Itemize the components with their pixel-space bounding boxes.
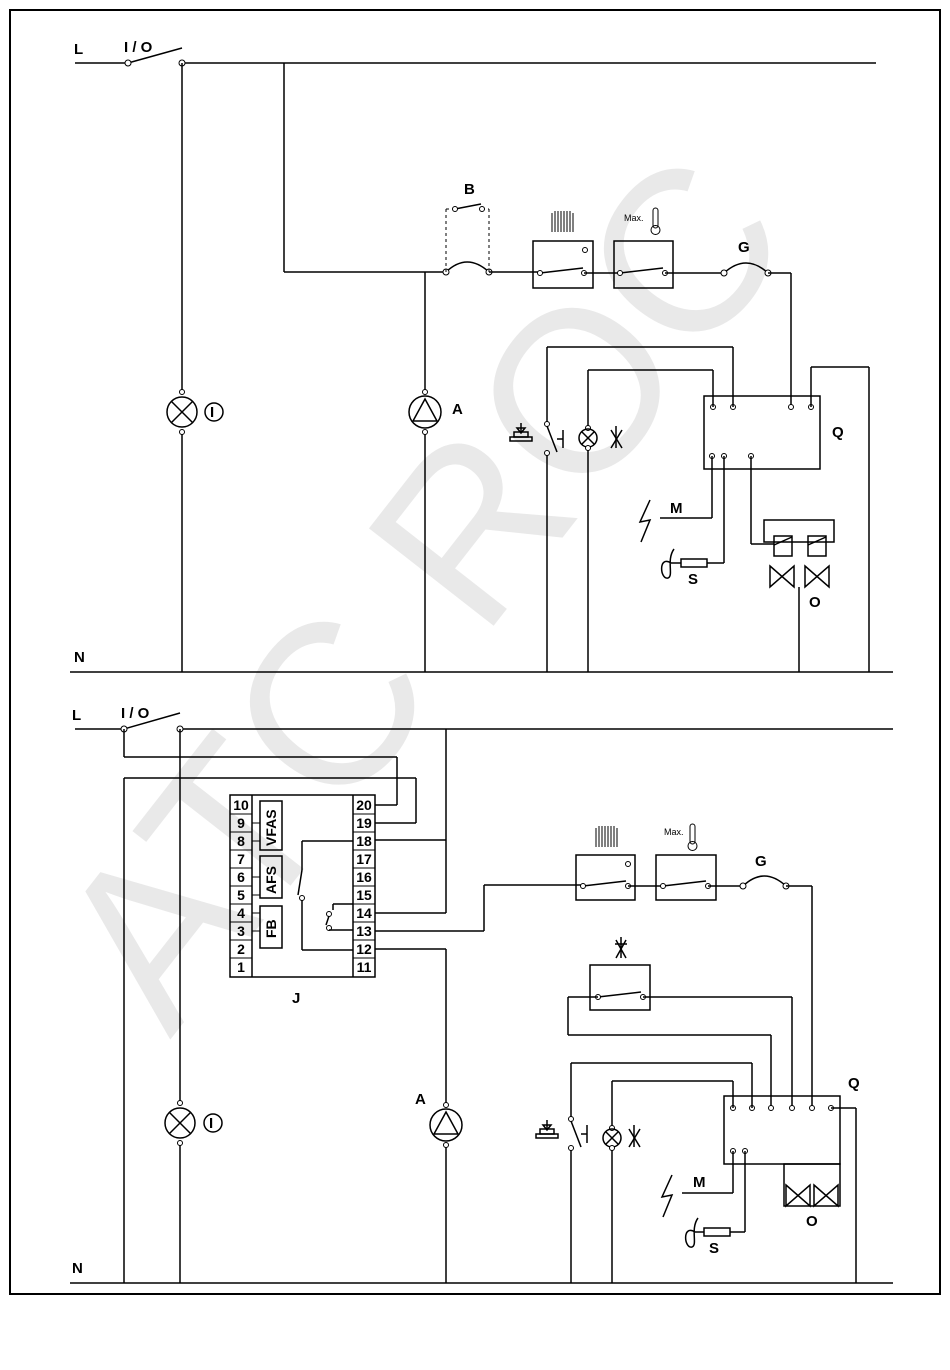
relay-terminal-right: 19 — [356, 815, 372, 831]
relay-terminal-left: 5 — [237, 887, 245, 903]
bottom-pump — [430, 1109, 462, 1141]
relay-terminal-left: 6 — [237, 869, 245, 885]
bottom-valve-body — [786, 1185, 810, 1206]
bottom-valve-body — [814, 1185, 838, 1206]
bottom-sensor — [704, 1228, 730, 1236]
bottom-fuse — [743, 876, 786, 886]
relay-terminal-right: 16 — [356, 869, 372, 885]
bottom-ignition-icon — [662, 1175, 672, 1217]
top-sensor-label: S — [688, 571, 698, 588]
relay-terminal-right: 11 — [357, 959, 372, 975]
relay-terminal-left: 10 — [233, 797, 249, 813]
bottom-controller — [724, 1096, 840, 1164]
top-pump-label: A — [452, 401, 463, 418]
relay-terminal-left: 8 — [237, 833, 245, 849]
bottom-ignition-label: M — [693, 1174, 706, 1191]
bottom-flame-symbol — [629, 1125, 640, 1147]
bottom-neutral-label: N — [72, 1260, 83, 1277]
top-controller-label: Q — [832, 424, 844, 441]
bottom-switch-label: I / O — [121, 705, 150, 722]
relay-terminal-right: 15 — [356, 887, 372, 903]
top-valve-body — [805, 566, 829, 587]
relay-block-afs-label: AFS — [263, 866, 279, 894]
watermark: ATC ROC — [6, 110, 835, 1070]
relay-terminal-right: 20 — [356, 797, 372, 813]
bottom-max-label: Max. — [664, 827, 684, 837]
top-max-label: Max. — [624, 213, 644, 223]
bottom-reset-icon — [536, 1120, 558, 1138]
top-switch-label: I / O — [124, 39, 153, 56]
relay-terminal-left: 2 — [237, 941, 245, 957]
bottom-max-thermostat — [656, 855, 716, 900]
relay-terminal-left: 7 — [237, 851, 245, 867]
top-neutral-label: N — [74, 649, 85, 666]
top-switch-contact — [125, 60, 131, 66]
top-valve-label: O — [809, 594, 821, 611]
bottom-thermometer-icon — [688, 824, 697, 851]
relay-terminal-left: 4 — [237, 905, 245, 921]
relay-block-fb-label: FB — [263, 919, 279, 938]
bottom-flame-switch — [590, 965, 650, 1010]
bottom-controller-label: Q — [848, 1075, 860, 1092]
relay-terminal-right: 14 — [356, 905, 372, 921]
top-line-label: L — [74, 41, 83, 58]
relay-terminal-right: 13 — [356, 923, 372, 939]
relay-terminal-left: 1 — [237, 959, 245, 975]
relay-terminal-left: 9 — [237, 815, 245, 831]
bottom-fuse-label: G — [755, 853, 767, 870]
top-sensor — [681, 559, 707, 567]
bottom-line-label: L — [72, 707, 81, 724]
relay-terminal-right: 18 — [356, 833, 372, 849]
relay-terminal-left: 3 — [237, 923, 245, 939]
watermark-text: ATC ROC — [6, 110, 835, 1070]
bottom-valve-label: O — [806, 1213, 818, 1230]
bottom-lamp-label: I — [209, 1115, 213, 1132]
top-bypass-label: B — [464, 181, 475, 198]
bottom-pump-label: A — [415, 1091, 426, 1108]
relay-terminal-right: 12 — [356, 941, 372, 957]
top-ignition-label: M — [670, 500, 683, 517]
bottom-radiator-icon — [596, 826, 617, 847]
bottom-flame-switch-icon — [615, 937, 627, 958]
relay-label: J — [292, 990, 300, 1007]
top-lamp-label: I — [210, 404, 214, 421]
relay-block-vfas-label: VFAS — [263, 809, 279, 846]
top-valve-body — [770, 566, 794, 587]
relay-terminal-right: 17 — [356, 851, 372, 867]
bottom-sensor-label: S — [709, 1240, 719, 1257]
top-fuse-label: G — [738, 239, 750, 256]
top-bypass-fuse — [446, 262, 489, 272]
